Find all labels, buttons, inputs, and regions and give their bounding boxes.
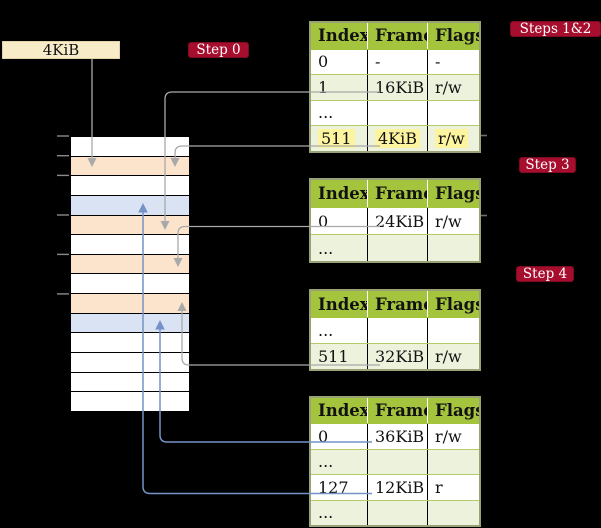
memory-cell-white <box>71 332 189 353</box>
table-cell: - <box>367 49 427 74</box>
table-cell: r/w <box>427 344 479 369</box>
table-cell: r/w <box>427 126 479 151</box>
table-header-row: IndexFrameFlags <box>311 23 479 49</box>
column-header-index: Index <box>318 294 367 314</box>
frame-address-label-box: 4KiB <box>2 41 120 59</box>
table-cell <box>427 235 479 261</box>
memory-cell-white <box>71 352 189 372</box>
badge-step-0: Step 0 <box>188 42 249 58</box>
table-row: ... <box>311 99 479 125</box>
column-header-index: Index <box>318 401 367 421</box>
badge-step-0-label: Step 0 <box>196 42 241 58</box>
column-header-index: Index <box>318 26 367 46</box>
table-row: ... <box>311 234 479 261</box>
memory-cell-white <box>71 175 189 195</box>
badge-step-3: Step 3 <box>519 157 576 173</box>
table-row: ... <box>311 317 479 343</box>
table-cell: 511 <box>311 126 367 151</box>
column-header-frame: Frame <box>367 23 427 49</box>
table-cell: ... <box>318 452 334 472</box>
column-header-flags: Flags <box>427 180 479 207</box>
table-cell: 1 <box>318 77 329 97</box>
table-cell <box>427 318 479 343</box>
table-cell: ... <box>318 103 334 123</box>
table-header-row: IndexFrameFlags <box>311 180 479 207</box>
table-cell: ... <box>318 238 334 258</box>
table-row: 511 4KiB r/w <box>311 125 479 151</box>
table-cell <box>367 449 427 475</box>
table-cell <box>427 100 479 125</box>
frame-address-label: 4KiB <box>42 41 80 59</box>
table-cell: 0 <box>318 211 329 231</box>
highlighted-value: 511 <box>318 128 355 148</box>
highlighted-value: r/w <box>435 128 468 148</box>
table-cell: 511 <box>318 347 349 366</box>
column-header-index: Index <box>318 184 367 203</box>
table-cell: 12KiB <box>367 475 427 500</box>
memory-cell-peach <box>71 293 189 313</box>
table-header-row: IndexFrameFlags <box>311 291 479 317</box>
table-row: 0 -- <box>311 48 479 74</box>
table-cell <box>367 235 427 261</box>
table-cell: 24KiB <box>367 208 427 234</box>
table-cell <box>427 449 479 475</box>
badge-steps-1-2: Steps 1&2 <box>510 21 601 37</box>
memory-cell-peach <box>71 214 189 235</box>
memory-cell-blue <box>71 312 189 333</box>
column-header-frame: Frame <box>367 291 427 317</box>
memory-cell-white <box>71 234 189 254</box>
column-header-flags: Flags <box>427 23 479 49</box>
badge-steps-1-2-label: Steps 1&2 <box>519 21 592 37</box>
memory-cell-blue <box>71 194 189 215</box>
table-cell <box>367 100 427 125</box>
table-cell: r/w <box>427 208 479 234</box>
table-cell: 36KiB <box>367 424 427 449</box>
table-cell: ... <box>318 503 334 523</box>
highlighted-value: 4KiB <box>375 128 421 148</box>
memory-cell-white <box>71 273 189 294</box>
page-table-2: IndexFrameFlags 0 24KiBr/w... <box>309 178 481 263</box>
badge-step-3-label: Step 3 <box>525 157 570 173</box>
table-cell: 0 <box>318 52 329 72</box>
memory-cell-white <box>71 137 189 156</box>
table-cell <box>427 500 479 525</box>
badge-step-4-label: Step 4 <box>522 266 568 282</box>
table-cell: 4KiB <box>367 126 427 151</box>
table-cell <box>367 318 427 343</box>
table-cell: 0 <box>318 427 329 447</box>
physical-memory-column <box>70 136 190 412</box>
memory-cell-white <box>71 391 189 411</box>
table-cell: r/w <box>427 75 479 100</box>
table-cell <box>367 500 427 525</box>
column-header-frame: Frame <box>367 180 427 207</box>
table-cell: 16KiB <box>367 75 427 100</box>
table-cell: 32KiB <box>367 344 427 369</box>
column-header-flags: Flags <box>427 398 479 424</box>
column-header-frame: Frame <box>367 398 427 424</box>
table-cell: r/w <box>427 424 479 449</box>
table-cell: r <box>427 475 479 500</box>
table-header-row: IndexFrameFlags <box>311 398 479 424</box>
table-row: ... <box>311 499 479 525</box>
memory-cell-peach <box>71 253 189 274</box>
memory-cell-white <box>71 371 189 392</box>
table-cell: ... <box>318 321 334 340</box>
badge-step-4: Step 4 <box>516 266 574 282</box>
memory-cell-peach <box>71 155 189 176</box>
table-cell: 127 <box>318 477 349 497</box>
table-cell: - <box>427 49 479 74</box>
table-row: ... <box>311 448 479 475</box>
column-header-flags: Flags <box>427 291 479 317</box>
